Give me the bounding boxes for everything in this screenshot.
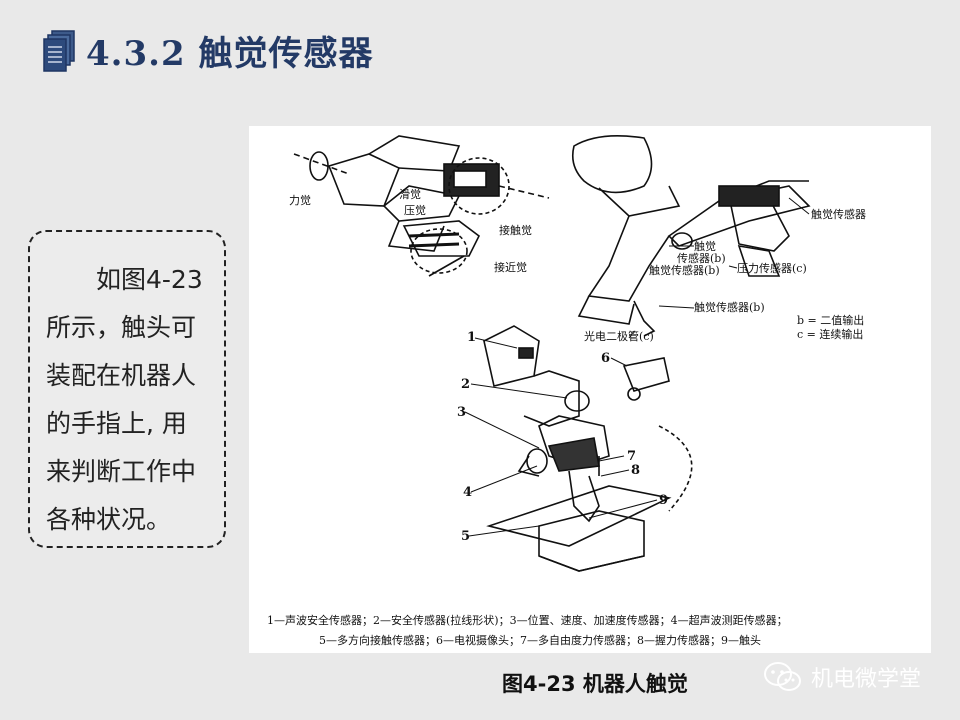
label-tactile-b2: 触觉传感器(b) [649,263,720,277]
text-line: 如图4-23 [96,265,203,294]
top-right-hand-sketch [571,134,811,337]
label-legend-b: b = 二值输出 [797,313,864,327]
figure-legend-line-2: 5—多方向接触传感器；6—电视摄像头；7—多自由度力传感器；8—握力传感器；9—… [319,633,761,647]
label-legend-c: c = 连续输出 [797,327,863,341]
callout-number: 7 [627,449,636,464]
callout-number: 2 [461,377,470,392]
document-icon [43,29,75,72]
bottom-leaders [464,337,658,537]
callout-number: 3 [457,405,466,420]
label-tactile-sensor: 触觉传感器 [811,207,866,221]
label-tactile-b-2: 传感器(b) [677,252,726,265]
figure-drawing: 力觉 滑觉 压觉 接触觉 接近觉 触觉传感器 触觉 传感器(b) 触觉传感器(b… [267,134,866,647]
page-title: 4.3.2 触觉传感器 [86,34,374,74]
text-line: 的手指上, 用 [46,409,187,438]
callout-number: 9 [659,493,668,508]
figure-caption: 图4-23 机器人触觉 [502,672,688,696]
label-proximity: 接近觉 [494,261,527,274]
text-line: 装配在机器人 [46,361,197,390]
text-line: 所示，触头可 [46,313,197,342]
label-tactile-b-1: 触觉 [694,239,716,253]
figure-legend-line-1: 1—声波安全传感器；2—安全传感器(拉线形状)；3—位置、速度、加速度传感器；4… [267,613,788,627]
label-photodiode: 光电二极管(c) [584,329,654,343]
label-pressure-c: 压力传感器(c) [737,262,807,275]
label-slip: 滑觉 [399,188,421,201]
text-line: 各种状况。 [46,505,172,534]
callout-number: 8 [631,463,640,478]
title-bar: 4.3.2 触觉传感器 [42,26,373,75]
callout-number: 6 [601,351,610,366]
bottom-robot-gripper-sketch [483,325,693,572]
watermark-text: 机电微学堂 [811,667,922,692]
label-contact: 接触觉 [499,223,532,237]
label-pressure: 压觉 [404,204,426,217]
description-box: 如图4-23 所示，触头可 装配在机器人 的手指上, 用 来判断工作中 各种状况… [28,230,226,548]
text-line: 来判断工作中 [46,457,197,486]
label-force: 力觉 [289,194,311,207]
wechat-icon [764,662,801,691]
callout-number: 4 [463,485,472,500]
top-left-gripper-sketch [293,135,550,277]
callout-number: 5 [461,529,470,544]
watermark: 机电微学堂 [763,660,921,694]
label-tactile-b3: 触觉传感器(b) [694,300,765,314]
top-right-leaders [628,197,810,339]
callout-number: 1 [467,330,476,345]
robot-tactile-figure: 力觉 滑觉 压觉 接触觉 接近觉 触觉传感器 触觉 传感器(b) 触觉传感器(b… [249,126,931,653]
